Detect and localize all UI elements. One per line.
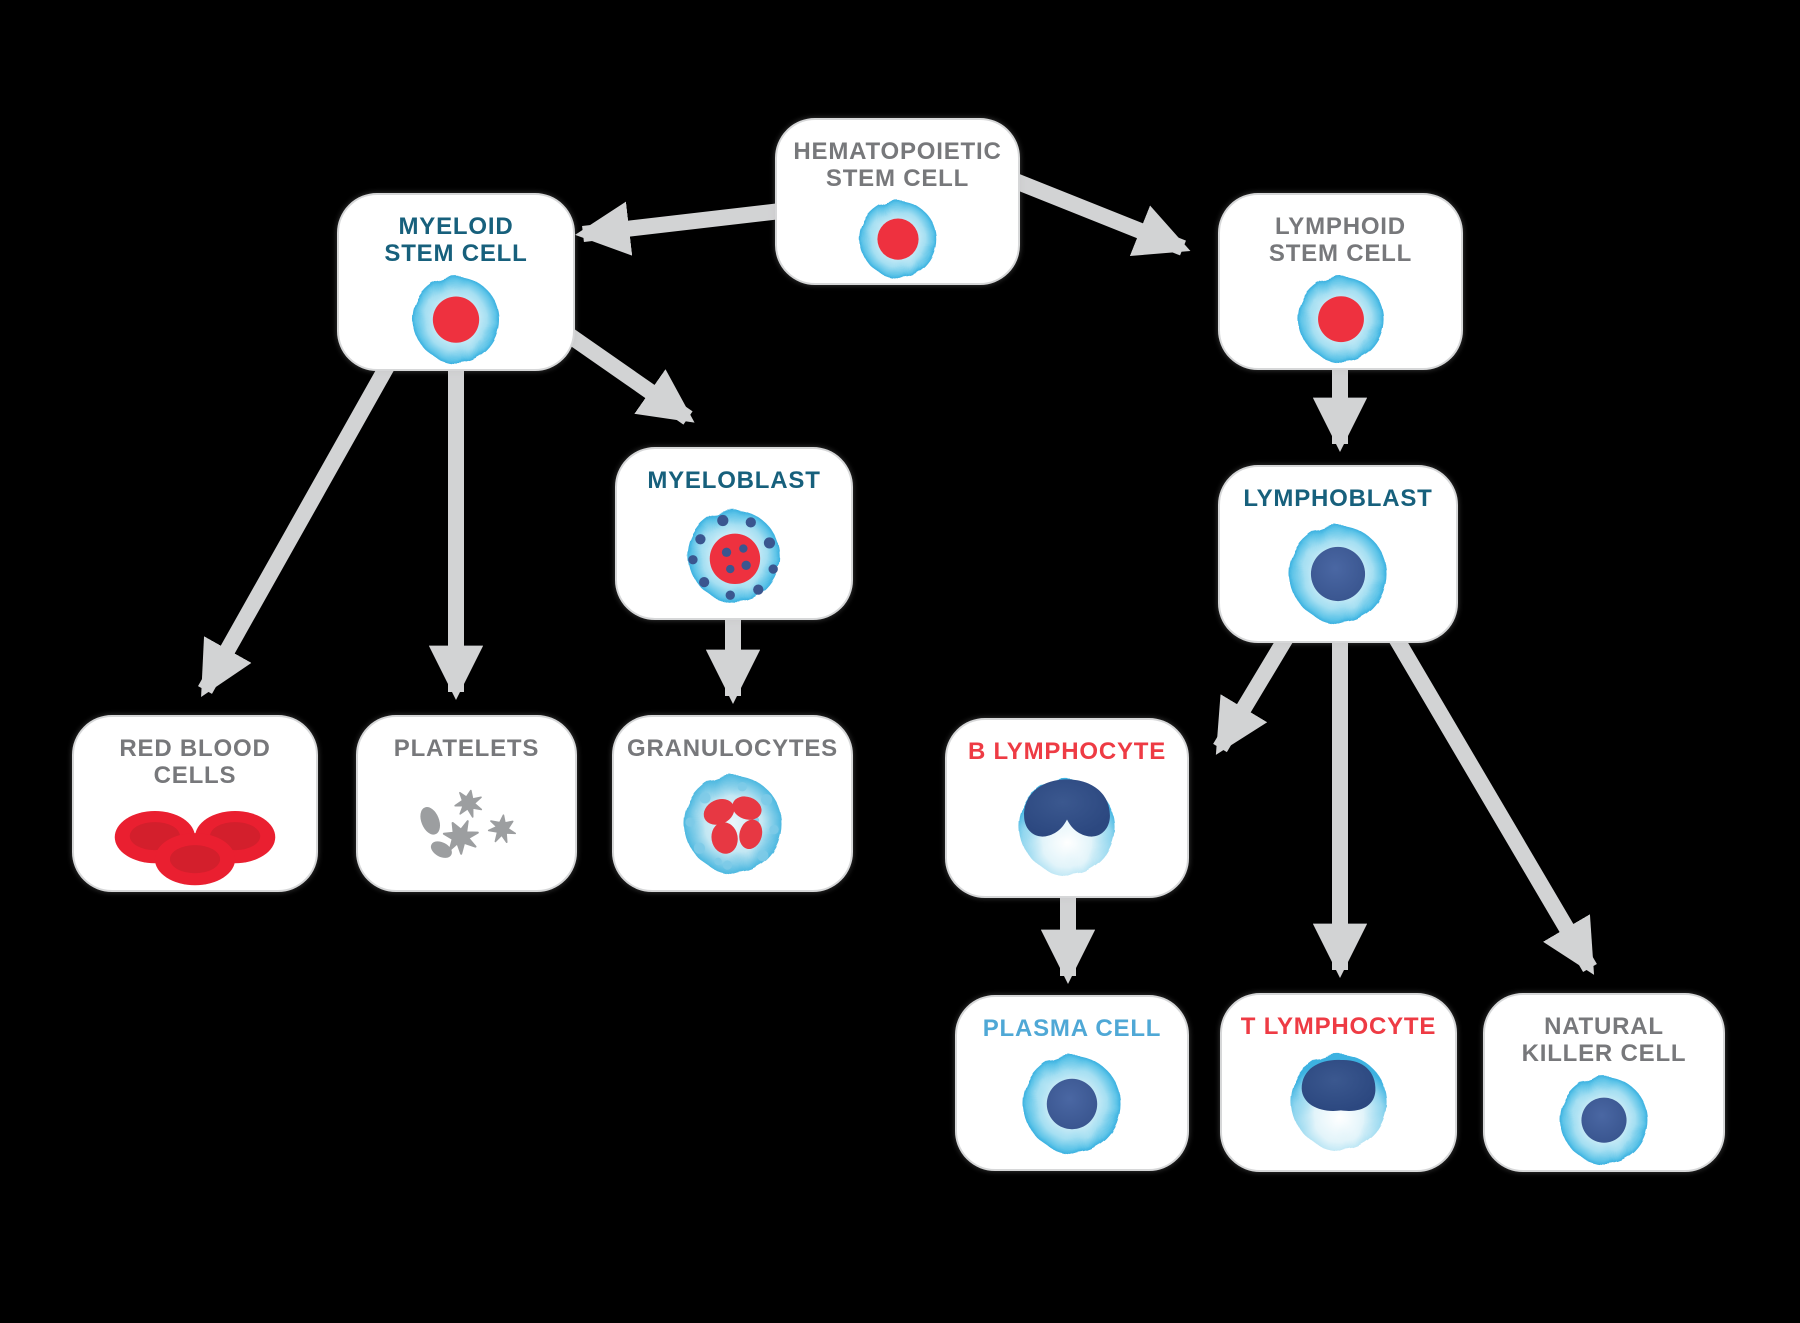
node-red-blood-cells: RED BLOOD CELLS	[72, 715, 318, 892]
stem-cell-icon	[1297, 276, 1384, 362]
node-label: GRANULOCYTES	[627, 735, 838, 762]
b-lymphocyte-cell-icon	[1019, 779, 1115, 875]
stem-cell-icon	[412, 276, 500, 363]
node-label: B LYMPHOCYTE	[967, 738, 1167, 765]
node-plasma-cell: PLASMA CELL	[955, 995, 1189, 1171]
t-lymphocyte-cell-icon	[1290, 1054, 1387, 1150]
node-natural-killer-cell: NATURAL KILLER CELL	[1483, 993, 1725, 1172]
node-label: MYELOID STEM CELL	[384, 213, 528, 268]
node-label: MYELOBLAST	[647, 467, 821, 494]
node-label: NATURAL KILLER CELL	[1521, 1013, 1687, 1068]
node-label: HEMATOPOIETIC STEM CELL	[793, 138, 1002, 193]
node-myeloid-stem-cell: MYELOID STEM CELL	[337, 193, 575, 371]
stem-cell-icon	[859, 200, 936, 278]
node-label: PLASMA CELL	[982, 1015, 1162, 1042]
granulocyte-cell-icon	[683, 775, 782, 873]
node-lymphoid-stem-cell: LYMPHOID STEM CELL	[1218, 193, 1463, 370]
node-label: RED BLOOD CELLS	[119, 735, 271, 790]
node-b-lymphocyte: B LYMPHOCYTE	[945, 718, 1189, 898]
lymphoblast-cell-icon	[1289, 525, 1387, 623]
plasma-cell-icon	[1023, 1055, 1121, 1153]
node-myeloblast: MYELOBLAST	[615, 447, 853, 620]
arrow-myeloid-to-rbc	[198, 318, 419, 697]
node-granulocytes: GRANULOCYTES	[612, 715, 853, 892]
node-hematopoietic-stem-cell: HEMATOPOIETIC STEM CELL	[775, 118, 1020, 285]
node-label: T LYMPHOCYTE	[1240, 1013, 1437, 1040]
natural-killer-cell-icon	[1560, 1076, 1648, 1164]
node-label: LYMPHOBLAST	[1243, 485, 1433, 512]
node-t-lymphocyte: T LYMPHOCYTE	[1220, 993, 1457, 1172]
node-platelets: PLATELETS	[356, 715, 577, 892]
node-label: LYMPHOID STEM CELL	[1268, 213, 1413, 268]
red-blood-cells-icon	[114, 810, 276, 885]
node-lymphoblast: LYMPHOBLAST	[1218, 465, 1458, 643]
arrow-lymphoblast-to-nk	[1376, 611, 1597, 975]
platelets-icon	[419, 790, 516, 859]
node-label: PLATELETS	[393, 735, 540, 762]
myeloblast-cell-icon	[688, 510, 780, 603]
